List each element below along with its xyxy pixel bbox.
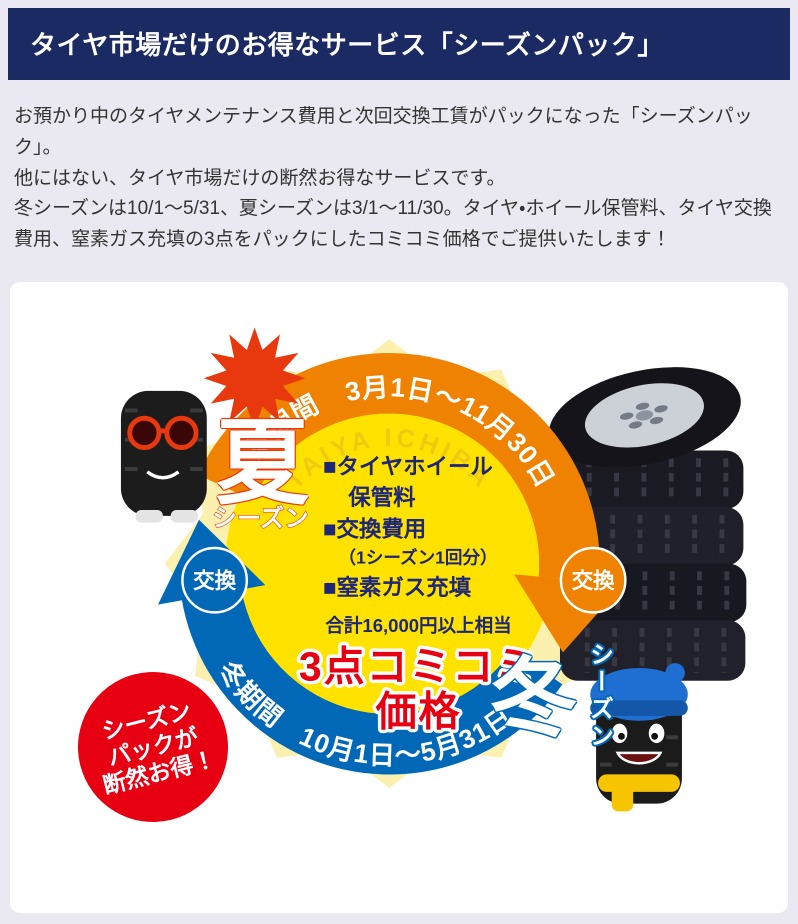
- winter-tire-character: [590, 662, 688, 812]
- winter-kanji: 冬: [491, 650, 578, 746]
- price-line-2: 価格: [375, 688, 462, 734]
- summer-arc-band: [197, 352, 600, 582]
- intro-text: お預かり中のタイヤメンテナンス費用と次回交換工賃がパックになった「シーズンパック…: [0, 80, 798, 256]
- summer-tire-character: [120, 390, 207, 523]
- exchange-label: 交換: [572, 568, 615, 593]
- pack-item-1: ■タイヤホイール: [323, 454, 493, 479]
- summer-season-label: シーズン: [212, 504, 308, 532]
- exchange-badge-left: 交換: [181, 546, 249, 614]
- beanie-icon: [590, 662, 688, 721]
- exchange-label: 交換: [193, 568, 236, 593]
- sun-burst-icon: [203, 327, 306, 429]
- winter-arc-band: [181, 588, 563, 775]
- intro-paragraph: お預かり中のタイヤメンテナンス費用と次回交換工賃がパックになった「シーズンパック…: [14, 106, 753, 158]
- season-pack-illustration: TAIYA ICHIBA 夏期間 3月1日〜11月30日 冬期間 10月1日〜5…: [28, 308, 770, 869]
- season-cycle-diagram: TAIYA ICHIBA 夏期間 3月1日〜11月30日 冬期間 10月1日〜5…: [120, 327, 747, 812]
- pack-item-2-note: （1シーズン1回分）: [339, 547, 498, 567]
- total-note: 合計16,000円以上相当: [325, 615, 511, 636]
- promo-card: TAIYA ICHIBA 夏期間 3月1日〜11月30日 冬期間 10月1日〜5…: [10, 281, 788, 913]
- yellow-center-circle: [225, 399, 554, 728]
- pack-item-3: ■窒素ガス充填: [323, 574, 472, 600]
- pack-item-1b: 保管料: [348, 484, 416, 510]
- price-line-1: 3点コミコミ: [299, 644, 538, 690]
- summer-kanji: 夏: [216, 410, 310, 515]
- exchange-badge-right: 交換: [559, 546, 627, 614]
- page-title: タイヤ市場だけのお得なサービス「シーズンパック」: [30, 30, 664, 60]
- intro-paragraph: 冬シーズンは10/1〜5/31、夏シーズンは3/1〜11/30。タイヤ・ホイール…: [14, 198, 772, 251]
- scarf-icon: [598, 774, 680, 812]
- alloy-wheel-tire: [548, 367, 741, 468]
- winter-season-label: シーズン: [585, 641, 613, 750]
- sunglasses-icon: [127, 415, 199, 450]
- pack-item-2: ■交換費用: [323, 515, 426, 541]
- page-header: タイヤ市場だけのお得なサービス「シーズンパック」: [8, 8, 790, 80]
- intro-paragraph: 他にはない、タイヤ市場だけの断然お得なサービスです。: [14, 167, 506, 189]
